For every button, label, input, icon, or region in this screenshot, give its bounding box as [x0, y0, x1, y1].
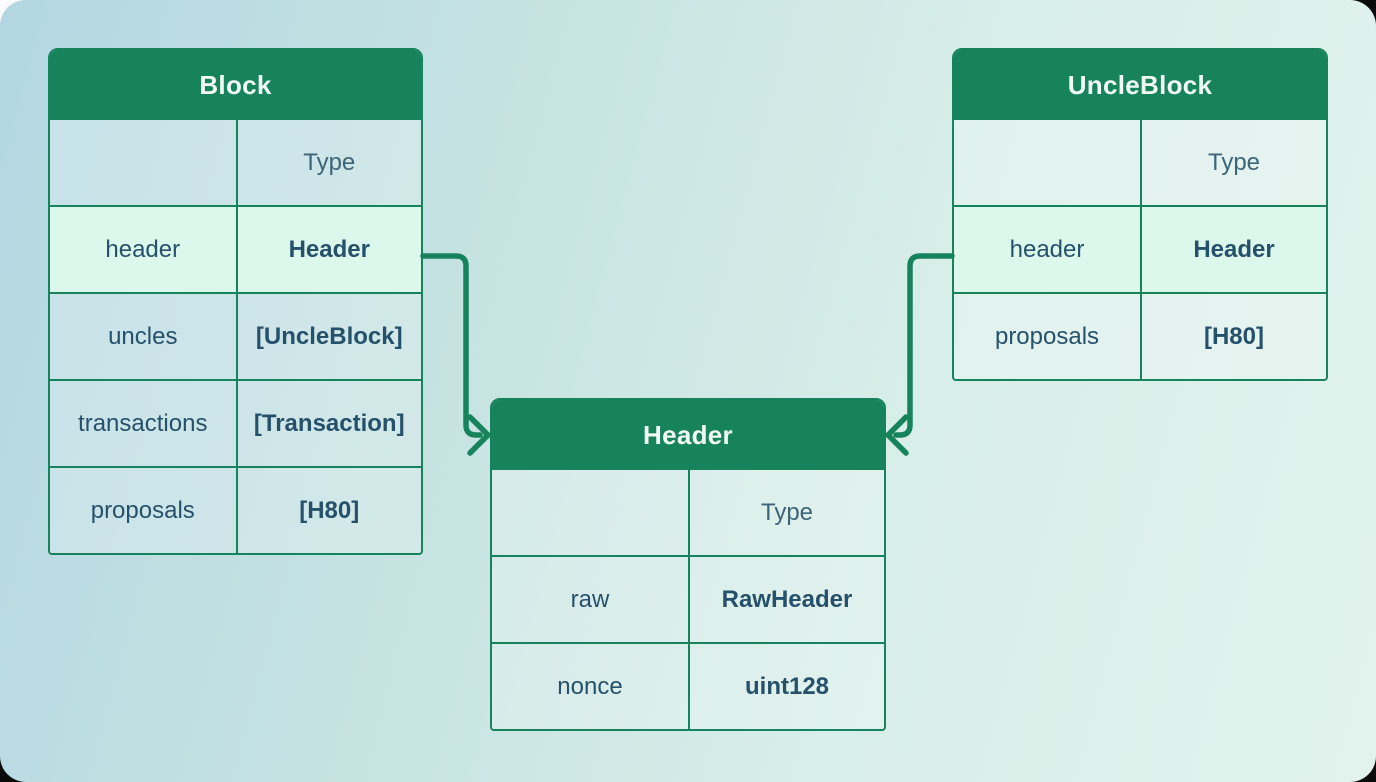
- entity-row: transactions[Transaction]: [50, 379, 421, 466]
- column-header-row: Type: [954, 120, 1326, 205]
- arrow-right-icon: [467, 414, 491, 456]
- connector-uncleblock-to-header-line: [893, 253, 955, 438]
- field-name-cell: uncles: [50, 294, 236, 379]
- field-name-cell: [954, 120, 1140, 205]
- field-name-cell: nonce: [492, 644, 688, 729]
- connector-block-to-header-line: [420, 253, 483, 438]
- column-header-row: Type: [50, 120, 421, 205]
- field-type-cell: Type: [1140, 120, 1326, 205]
- field-name-cell: header: [954, 207, 1140, 292]
- field-type-cell: [H80]: [1140, 294, 1326, 379]
- entity-row: proposals[H80]: [50, 466, 421, 553]
- field-type-cell: [H80]: [235, 468, 421, 553]
- field-name-cell: proposals: [50, 468, 236, 553]
- field-type-cell: Header: [1140, 207, 1326, 292]
- entity-row: uncles[UncleBlock]: [50, 292, 421, 379]
- arrow-left-icon: [885, 414, 909, 456]
- column-header-row: Type: [492, 470, 884, 555]
- entity-row: proposals[H80]: [954, 292, 1326, 379]
- field-name-cell: transactions: [50, 381, 236, 466]
- field-name-cell: proposals: [954, 294, 1140, 379]
- field-type-cell: Type: [235, 120, 421, 205]
- field-type-cell: [UncleBlock]: [235, 294, 421, 379]
- field-type-cell: Header: [235, 207, 421, 292]
- entity-title: UncleBlock: [954, 50, 1326, 120]
- field-type-cell: uint128: [688, 644, 884, 729]
- field-type-cell: Type: [688, 470, 884, 555]
- field-name-cell: header: [50, 207, 236, 292]
- field-name-cell: raw: [492, 557, 688, 642]
- entity-title: Block: [50, 50, 421, 120]
- entity-title: Header: [492, 400, 884, 470]
- field-type-cell: RawHeader: [688, 557, 884, 642]
- field-name-cell: [50, 120, 236, 205]
- field-name-cell: [492, 470, 688, 555]
- field-type-cell: [Transaction]: [235, 381, 421, 466]
